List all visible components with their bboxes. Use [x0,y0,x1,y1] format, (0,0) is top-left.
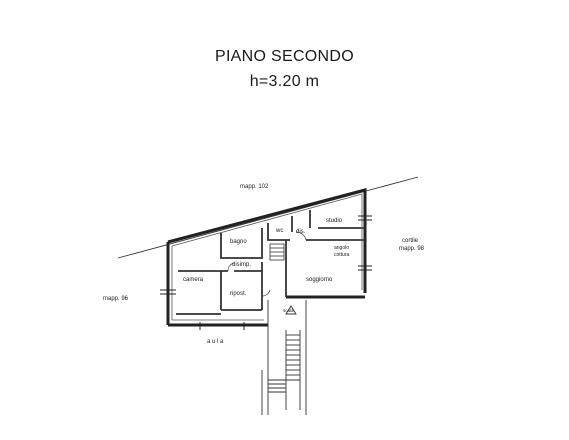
label-mapp-98: mapp. 98 [399,246,425,252]
interior-walls [176,210,365,315]
label-bagno: bagno [230,239,247,245]
label-ripost: ripost. [230,291,247,297]
label-soggiorno: soggiorno [306,277,333,283]
label-disimp: disimp. [232,262,251,268]
door-arcs [227,231,307,297]
label-dis: dis. [296,229,306,235]
inner-stair [269,243,285,261]
label-scala: scala [283,308,294,313]
label-studio: studio [326,218,343,224]
secondary-walls [171,193,363,321]
label-mapp-96: mapp. 96 [103,296,129,302]
label-wc: wc [275,228,283,234]
label-aula: a u l a [207,339,224,345]
exterior-walls [166,188,367,327]
window-marks [160,215,372,330]
label-cottura: cottura [334,252,350,258]
label-cortile: cortile [402,238,419,244]
external-staircase [261,300,307,415]
floor-title: PIANO SECONDO [214,48,355,65]
label-angolo: angolo [334,245,349,251]
label-mapp-102: mapp. 102 [240,184,269,190]
floor-height-label: h=3.20 m [249,73,320,90]
label-camera: camera [183,277,204,283]
